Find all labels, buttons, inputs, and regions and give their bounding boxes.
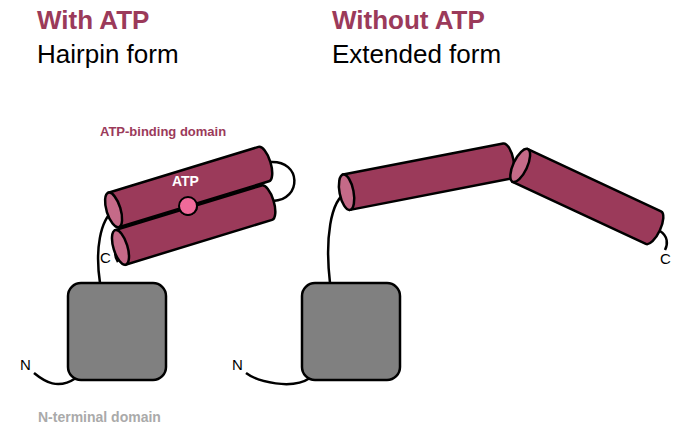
hairpin-loop [270, 162, 294, 201]
state-heading: With ATP [37, 6, 149, 35]
domain-label: N-terminal domain [38, 410, 161, 425]
terminus-label: C [100, 250, 111, 267]
terminus-label: N [232, 357, 243, 374]
form-label: Extended form [332, 40, 501, 69]
terminus-label: C [660, 251, 671, 268]
state-heading: Without ATP [332, 6, 485, 35]
ligand-label: ATP [172, 174, 199, 189]
terminus-label: N [20, 357, 31, 374]
helix-cylinder [506, 146, 667, 247]
atp-molecule [179, 197, 197, 215]
domain-label: ATP-binding domain [100, 125, 226, 139]
helix-cylinder [102, 145, 276, 229]
form-label: Hairpin form [37, 40, 179, 69]
n-terminus-line [246, 373, 310, 384]
n-terminal-domain [302, 283, 400, 380]
helix-cylinder [336, 142, 517, 211]
c-terminus-line [660, 231, 667, 250]
atp-molecule [179, 197, 197, 215]
n-terminal-domain [68, 283, 166, 380]
